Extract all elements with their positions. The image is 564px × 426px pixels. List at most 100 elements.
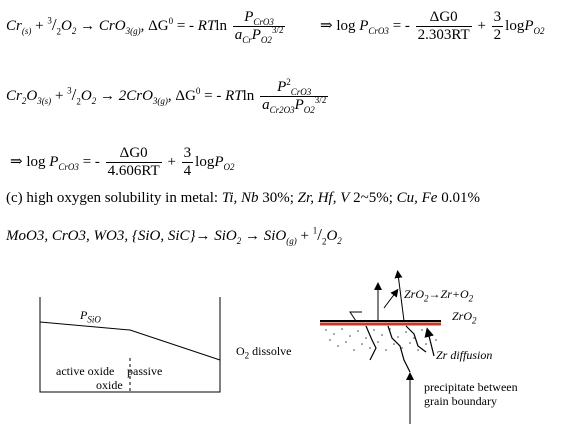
zro2-layer-label: ZrO2 <box>452 309 477 326</box>
eq1-o2-sub: 2 <box>71 25 77 36</box>
eq3-log: log <box>26 153 46 170</box>
eq1-r-frac-num: ΔG0 <box>415 10 472 27</box>
psio-p: P <box>80 308 88 322</box>
eq1-logpo2: log <box>505 17 525 34</box>
eq1-coef-num: 3 <box>47 15 52 26</box>
active-oxide-label: active oxide <box>56 364 115 378</box>
eq2-eqsign: = - <box>204 87 222 104</box>
eq2-frac-num: P <box>277 79 287 95</box>
line-d-o2-sub: 2 <box>337 236 342 246</box>
eq2-product-sub: 3(g) <box>152 95 168 106</box>
eq2-o2-coef: 3/2 <box>67 84 81 107</box>
eq1-logp-sub: CrO3 <box>368 25 389 36</box>
eq1-ln: ln <box>215 17 227 34</box>
eq2-frac-num-sub: CrO3 <box>290 87 312 97</box>
line-d-arrow: → <box>195 228 211 244</box>
eq1-o2-coef: 3/2 <box>47 14 62 37</box>
eq2-comma: , <box>167 87 172 104</box>
precipitate-label-2: grain boundary <box>424 394 497 408</box>
eq1-coef-den: 2 <box>56 26 62 37</box>
eq3-logpo2: log <box>195 153 215 170</box>
equation-2: Cr2O3(s) + 3/2O2 → 2CrO3(g), ΔG0 = - RTl… <box>6 77 330 115</box>
eq1-ln-fraction: PCrO3 aCrPO23/2 <box>232 9 286 45</box>
line-d: MoO3, CrO3, WO3, {SiO, SiC}→ SiO2 → SiO(… <box>6 226 342 246</box>
eq2-frac-den: a <box>262 97 270 113</box>
zro2-rxn-sub2: 2 <box>468 293 474 304</box>
eq1-frac-num-sub: CrO3 <box>253 17 274 27</box>
container-walls <box>39 297 221 393</box>
grain-boundary-3 <box>405 325 427 353</box>
zro2-reaction-label: ZrO2→Zr+O2 <box>404 287 474 304</box>
line-c-part1: Ti, Nb <box>221 190 259 206</box>
eq2-coef-num: 3 <box>67 85 72 96</box>
eq1-right-fraction: ΔG0 2.303RT <box>415 10 472 43</box>
eq3-c-den: 4 <box>183 163 192 179</box>
eq1-plus: + <box>35 17 44 34</box>
eq1-lhs: Cr <box>6 17 22 34</box>
psio-sub: SiO <box>87 314 101 325</box>
eq2-coef-den: 2 <box>76 96 81 107</box>
zro2-layer-zro: ZrO <box>452 309 473 323</box>
zro2-layer-sub: 2 <box>472 315 477 326</box>
line-d-species: MoO3, CrO3, WO3, {SiO, SiC} <box>6 228 196 244</box>
eq1-product-sub: 3(g) <box>125 25 141 36</box>
eq1-c-num: 3 <box>491 9 504 27</box>
eq1-plus2: + <box>477 17 486 34</box>
eq3-plus: + <box>167 153 176 170</box>
eq2-frac-num-sup: 2 <box>286 77 291 87</box>
line-c-part3: Cu, Fe <box>396 190 438 206</box>
eq3-eqsign: = - <box>82 153 100 170</box>
line-d-sio2: SiO <box>214 228 237 244</box>
left-dissolve-arrow <box>349 311 362 322</box>
dissolved-oxygen-dots <box>325 328 437 351</box>
o2-dissolve-label: O2 dissolve <box>236 344 292 361</box>
line-d-sio2-sub: 2 <box>236 236 242 246</box>
zro2-rxn-zro: ZrO <box>404 287 425 301</box>
eq3-po2: P <box>214 153 224 170</box>
line-c: (c) high oxygen solubility in metal: Ti,… <box>6 190 480 207</box>
eq2-dg: ΔG <box>175 87 196 104</box>
eq3-p-sub: CrO3 <box>58 161 79 172</box>
eq1-dg: ΔG <box>148 17 169 34</box>
eq2-lhs-sub2: 3(s) <box>37 95 52 106</box>
eq1-frac-den-sub1: Cr <box>242 35 252 45</box>
o2-dissolve-sub: 2 <box>244 350 250 361</box>
eq3-fraction: ΔG0 4.606RT <box>105 146 162 179</box>
eq3-p: P <box>49 153 59 170</box>
zr-oxide-diagram <box>320 270 441 424</box>
zr-diffusion-arrow <box>424 327 435 357</box>
line-d-plus: + <box>300 228 309 244</box>
eq2-arrow: → <box>99 87 115 104</box>
line-c-part2: Zr, Hf, V <box>297 190 350 206</box>
eq3-frac-num: ΔG0 <box>105 146 162 163</box>
psio-curve <box>39 321 221 361</box>
eq3-po2-sub: O2 <box>223 161 235 172</box>
eq2-frac-den-sub2: O2 <box>303 105 315 115</box>
eq3-frac-den: 4.606RT <box>107 163 160 179</box>
eq1-c-den: 2 <box>493 27 502 43</box>
grain-boundary-2 <box>387 325 411 373</box>
line-c-part1-val: 30%; <box>258 190 298 206</box>
oxide-label: oxide <box>96 378 123 392</box>
eq2-dg-sup: 0 <box>195 85 201 96</box>
equation-1-log: ⇒ log PCrO3 = - ΔG0 2.303RT + 3 2 logPO2 <box>320 9 545 43</box>
line-c-part2-val: 2~5%; <box>349 190 397 206</box>
eq2-frac-den-p: P <box>294 97 304 113</box>
eq2-lhs-sub1: 2 <box>21 95 27 106</box>
eq3-coef-fraction: 3 4 <box>181 146 194 179</box>
eq2-frac-den-exp: 3/2 <box>314 95 327 105</box>
eq1-po2-sub: O2 <box>533 25 545 36</box>
line-d-arrow2: → <box>245 228 260 244</box>
eq2-frac-den-sub1: Cr2O3 <box>269 105 295 115</box>
eq1-implies: ⇒ <box>320 17 333 34</box>
eq2-product: 2CrO <box>118 87 153 104</box>
o2-dissolve-text: dissolve <box>249 344 292 358</box>
eq3-implies: ⇒ <box>10 153 23 170</box>
eq2-rt: RT <box>225 87 243 104</box>
eq1-r-frac-den: 2.303RT <box>417 27 470 43</box>
eq1-frac-num: P <box>244 9 254 25</box>
zr-diffusion-label: Zr diffusion <box>436 348 493 362</box>
eq1-eqsign: = - <box>176 17 195 34</box>
eq2-o2-sub: 2 <box>91 95 97 106</box>
eq2-lhs-o: O <box>26 87 38 104</box>
